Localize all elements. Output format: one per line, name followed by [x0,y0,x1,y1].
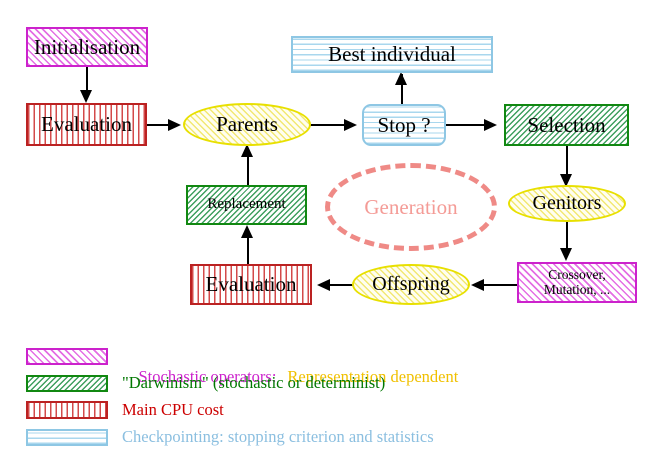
legend-label-checkpointing: Checkpointing: stopping criterion and st… [122,427,434,446]
connector-genitors-to-variation [566,221,568,251]
legend-label-main-cpu-cost: Main CPU cost [122,400,224,419]
legend-label-stochastic-operators-primary: Stochastic operators: [138,367,277,386]
node-best-individual[interactable]: Best individual [291,36,493,73]
connector-stop-to-selection [445,124,486,126]
connector-selection-to-genitors [566,146,568,178]
node-evaluation-top[interactable]: Evaluation [26,103,147,146]
legend-label-darwinism: "Darwinism" (stochastic or determinist) [122,373,386,392]
arrowhead-parents-to-stop [344,119,357,131]
legend-label-stochastic-operators: Stochastic operators: Representation depe… [122,347,459,407]
node-selection[interactable]: Selection [504,104,629,146]
arrowhead-offspring-to-evaluation [317,279,330,291]
connector-offspring-to-evaluation [327,284,357,286]
node-stop-label: Stop ? [377,112,431,137]
node-stop[interactable]: Stop ? [362,104,446,146]
arrowhead-init-to-evaluation [80,90,92,103]
connector-evaluation-to-replacement [247,233,249,266]
node-generation-label: Generation [364,194,458,219]
node-variation-operators-label: Crossover, Mutation, ... [543,267,611,297]
connector-parents-to-stop [310,124,347,126]
node-parents[interactable]: Parents [183,103,311,146]
arrowhead-genitors-to-variation [560,248,572,261]
node-best-individual-label: Best individual [328,42,456,67]
legend-swatch-darwinism [26,375,108,392]
node-initialisation[interactable]: Initialisation [26,27,148,67]
node-evaluation-bottom-label: Evaluation [205,272,297,297]
legend-swatch-checkpointing [26,429,108,446]
arrowhead-stop-to-selection [484,119,497,131]
connector-variation-to-offspring [481,284,517,286]
node-replacement[interactable]: Replacement [186,185,307,225]
legend-swatch-stochastic-operators [26,348,108,365]
node-offspring[interactable]: Offspring [352,264,470,305]
arrowhead-variation-to-offspring [471,279,484,291]
connector-replacement-to-parents [247,152,249,185]
connector-stop-to-best [401,74,403,104]
legend-swatch-main-cpu-cost [26,401,108,419]
node-evaluation-top-label: Evaluation [41,112,132,137]
arrowhead-replacement-to-parents [241,144,253,157]
connector-evaluation-to-parents [147,124,171,126]
node-replacement-label: Replacement [207,196,286,213]
legend-label-representation-dependent: Representation dependent [287,367,459,386]
node-generation-group: Generation [325,163,497,251]
arrowhead-evaluation-to-parents [168,119,181,131]
arrowhead-selection-to-genitors [560,174,572,187]
node-parents-label: Parents [216,112,278,137]
node-genitors-label: Genitors [532,192,602,214]
node-selection-label: Selection [527,112,606,137]
node-offspring-label: Offspring [372,273,450,295]
connector-init-to-evaluation [86,67,88,93]
arrowhead-stop-to-best [395,72,407,85]
node-initialisation-label: Initialisation [33,34,141,59]
arrowhead-evaluation-to-replacement [241,225,253,238]
node-evaluation-bottom[interactable]: Evaluation [190,264,312,305]
node-variation-operators[interactable]: Crossover, Mutation, ... [517,262,637,303]
node-genitors[interactable]: Genitors [508,185,626,222]
